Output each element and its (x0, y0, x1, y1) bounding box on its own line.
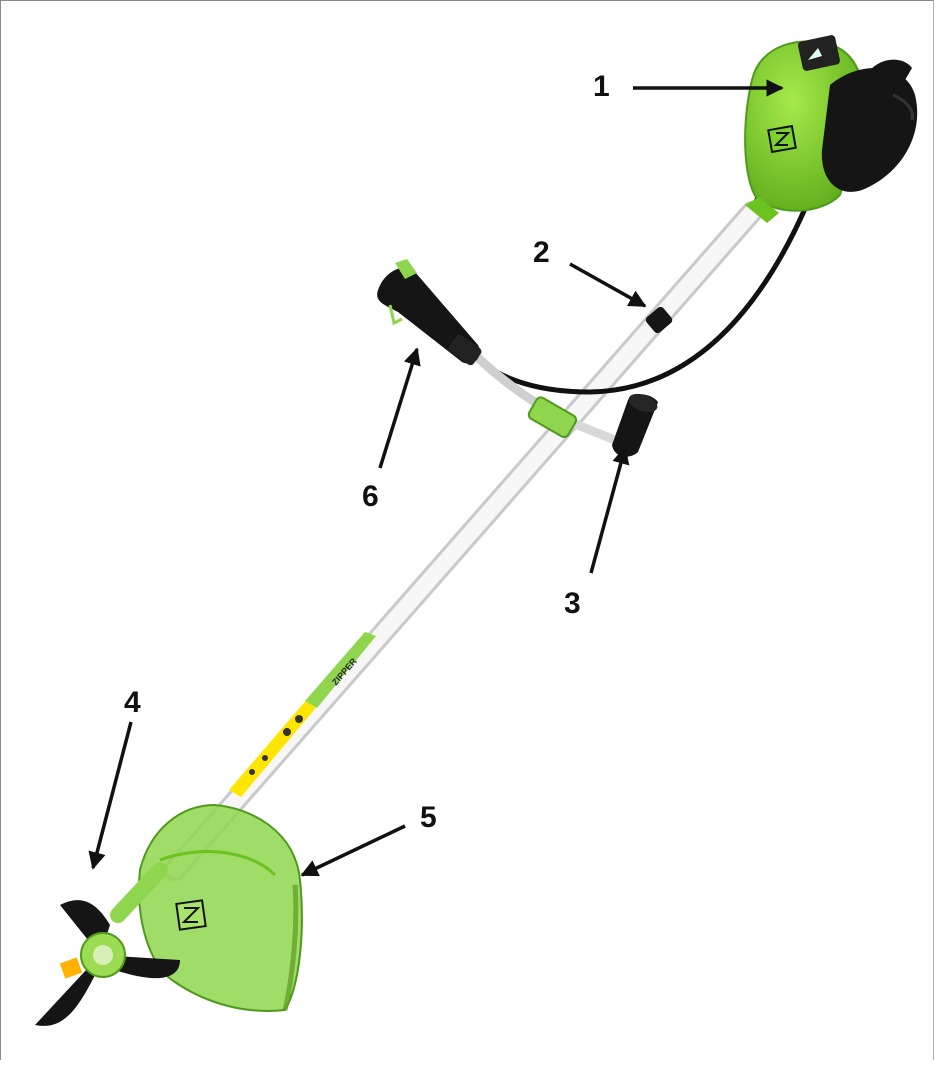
callout-number-6: 6 (362, 482, 379, 512)
blade-guard (139, 805, 302, 1011)
engine-unit (745, 34, 917, 223)
throttle-handle (377, 259, 483, 367)
arrow-4 (93, 722, 131, 868)
callout-number-4: 4 (124, 688, 141, 718)
shaft-label-sticker: ZIPPER (229, 632, 376, 797)
callout-arrows (93, 88, 782, 875)
auxiliary-grip (612, 390, 660, 456)
arrow-3 (591, 448, 625, 573)
arrow-5 (302, 826, 405, 875)
arrow-6 (380, 349, 417, 468)
callout-number-3: 3 (564, 589, 581, 619)
callout-number-2: 2 (533, 238, 550, 268)
arrow-2 (570, 264, 645, 306)
callout-number-5: 5 (420, 803, 437, 833)
callout-number-1: 1 (593, 72, 610, 102)
